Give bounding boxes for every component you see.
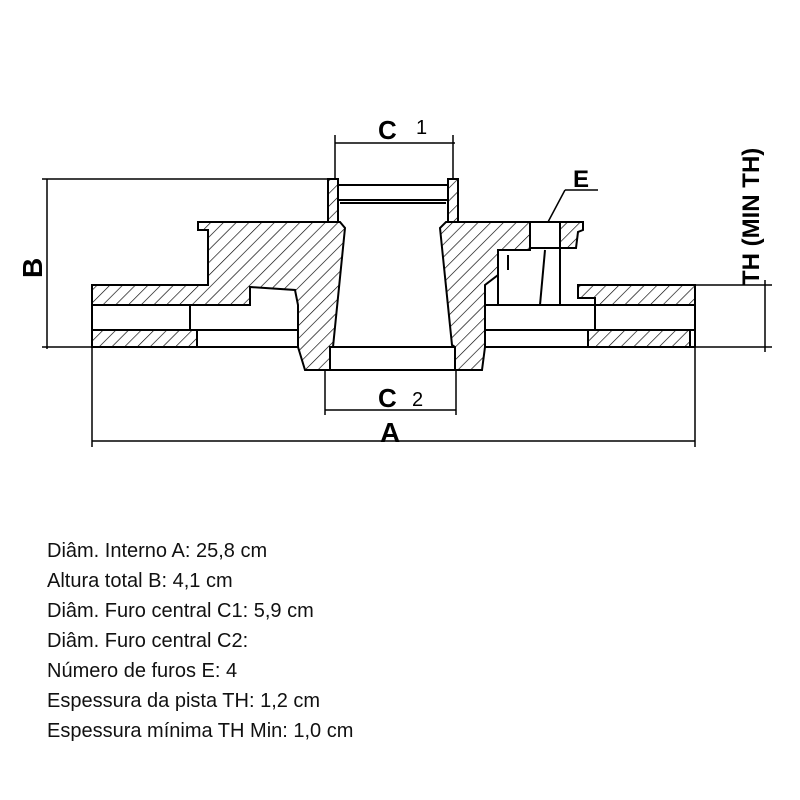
c1-label: C: [378, 115, 397, 145]
c2-label: C: [378, 383, 397, 413]
spec-diameter-a: Diâm. Interno A: 25,8 cm: [47, 540, 268, 562]
left-bottom-plate: [91, 329, 198, 348]
spec-thickness-th: Espessura da pista TH: 1,2 cm: [47, 690, 321, 712]
e-label: E: [573, 166, 589, 193]
th-label: TH (MIN TH): [738, 148, 765, 285]
spec-hole-count-e: Número de furos E: 4: [47, 660, 238, 682]
spec-height-b: Altura total B: 4,1 cm: [47, 570, 233, 592]
flange-right-tip: [559, 221, 584, 249]
b-label: B: [17, 258, 48, 278]
c2-index: 2: [412, 389, 423, 411]
a-label: A: [380, 417, 400, 448]
specifications-list: Diâm. Interno A: 25,8 cm Altura total B:…: [47, 536, 353, 746]
spec-min-thickness: Espessura mínima TH Min: 1,0 cm: [47, 720, 354, 742]
hub-left-section: [91, 221, 347, 371]
right-bottom-plate: [587, 329, 691, 348]
c1-index: 1: [416, 117, 427, 139]
right-top-plate: [577, 284, 696, 306]
hat-tube-left-wall: [327, 178, 339, 223]
spec-center-hole-c1: Diâm. Furo central C1: 5,9 cm: [47, 600, 314, 622]
spec-center-hole-c2: Diâm. Furo central C2:: [47, 630, 249, 652]
hat-tube-right-wall: [447, 178, 459, 223]
